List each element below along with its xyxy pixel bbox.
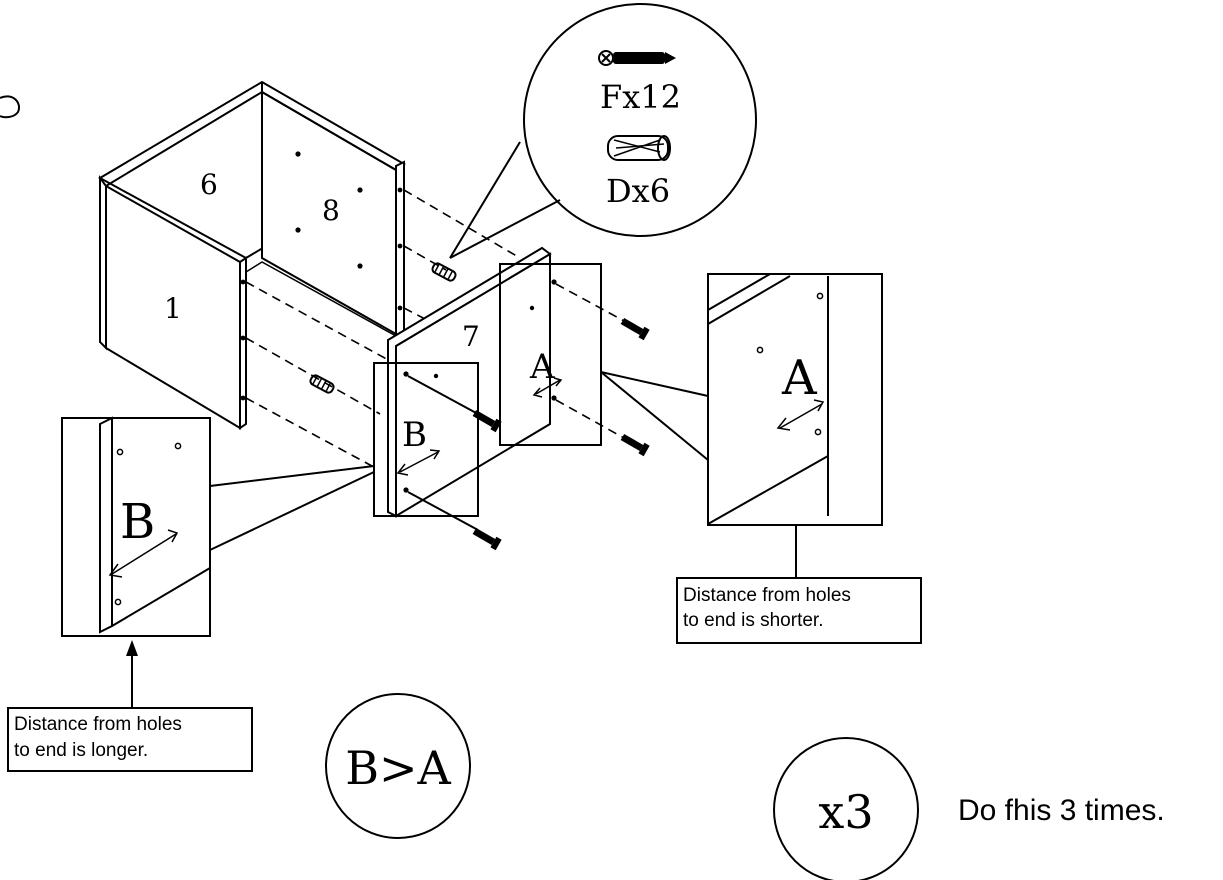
repeat-badge-text: x3 <box>818 785 873 839</box>
repeat-instruction: Do fhis 3 times. <box>958 794 1165 827</box>
panel-7-edge <box>387 246 552 518</box>
panel-1-label: 1 <box>164 292 182 325</box>
note-longer-line2: to end is longer. <box>14 740 148 761</box>
panel-6-label: 6 <box>200 168 218 201</box>
comparison-badge: B>A <box>325 693 471 839</box>
dowel-quantity-label: Dx6 <box>606 172 670 210</box>
callout-frame-a <box>499 263 602 446</box>
note-longer-line1: Distance from holes <box>14 714 182 735</box>
panel-7-label: 7 <box>462 320 480 353</box>
zoom-detail-b: B <box>61 416 375 708</box>
screw-icon <box>598 50 676 66</box>
screw-mid <box>407 375 502 433</box>
zoom-label-b: B <box>120 494 155 550</box>
screw-quantity-label: Fx12 <box>600 78 681 116</box>
panel-8-label: 8 <box>322 194 340 227</box>
zoom-frame-b <box>61 417 211 637</box>
repeat-badge: x3 <box>773 737 919 880</box>
distance-arrow-b <box>396 449 441 476</box>
dowel-upper <box>431 262 457 282</box>
screw-upper-right <box>555 283 650 341</box>
hardware-callout: Fx12 Dx6 <box>449 3 757 259</box>
note-shorter: Distance from holes to end is shorter. <box>676 577 922 644</box>
hardware-callout-circle <box>523 3 757 237</box>
screw-bottom <box>407 491 502 551</box>
distance-arrow-a <box>532 377 563 398</box>
callout-frame-b <box>373 362 479 517</box>
screw-lower-right <box>555 399 650 457</box>
note-longer: Distance from holes to end is longer. <box>7 707 253 772</box>
zoom-detail-a: A <box>600 273 883 578</box>
arrow-up-icon <box>126 640 138 656</box>
note-shorter-line2: to end is shorter. <box>683 610 823 631</box>
panel-1-edge <box>99 175 107 351</box>
comparison-badge-text: B>A <box>345 741 451 795</box>
hole-label-a: A <box>529 347 555 387</box>
dowel-icon <box>607 135 671 161</box>
dowel-lower <box>309 374 335 394</box>
cabinet-carcass: 6 8 1 <box>97 80 406 430</box>
note-shorter-line1: Distance from holes <box>683 585 851 606</box>
stray-curve-mark <box>0 95 20 119</box>
zoom-label-a: A <box>781 350 818 406</box>
hole-label-b: B <box>402 415 427 455</box>
